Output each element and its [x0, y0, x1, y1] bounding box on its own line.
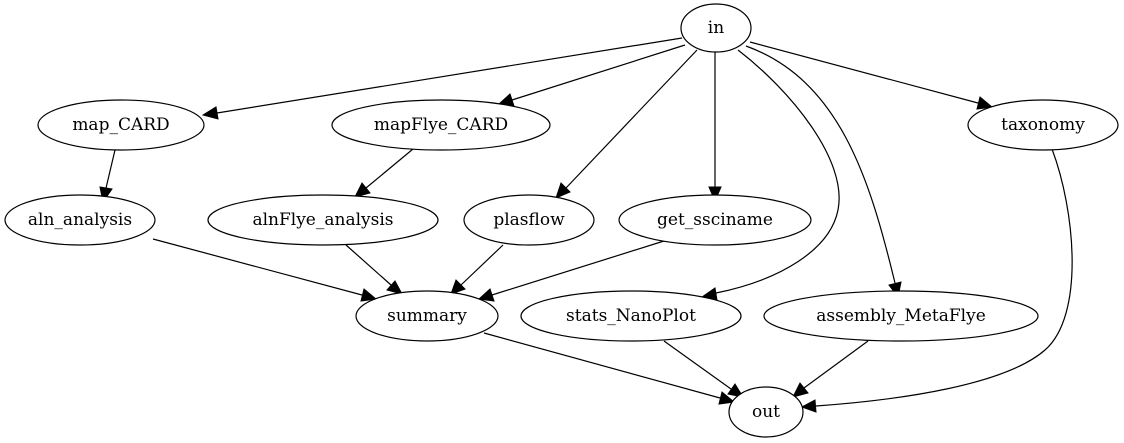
node-label-stats-nanoplot: stats_NanoPlot	[566, 306, 696, 326]
node-label-assembly-metaflye: assembly_MetaFlye	[816, 306, 986, 326]
edge-in-mapflye-card	[497, 44, 686, 107]
node-label-map-card: map_CARD	[72, 115, 169, 135]
node-label-aln-analysis: aln_analysis	[28, 210, 132, 230]
node-label-get-ssciname: get_ssciname	[657, 210, 773, 230]
node-label-taxonomy: taxonomy	[1001, 115, 1085, 135]
edge-in-get-ssciname	[708, 52, 722, 203]
edge-aln-analysis-summary	[152, 238, 378, 302]
edge-summary-out	[483, 332, 736, 405]
node-map-card: map_CARD	[37, 99, 205, 151]
edges-layer	[99, 37, 1073, 413]
edge-in-map-card	[201, 37, 683, 120]
edge-plasflow-summary	[450, 244, 504, 295]
node-in: in	[680, 3, 752, 53]
node-label-alnflye-analysis: alnFlye_analysis	[252, 210, 393, 230]
node-aln-analysis: aln_analysis	[4, 194, 156, 246]
edge-assembly-metaflye-out	[792, 340, 869, 398]
node-plasflow: plasflow	[463, 194, 595, 246]
edge-map-card-aln-analysis	[99, 149, 116, 204]
edge-alnflye-analysis-summary	[345, 244, 403, 295]
node-label-in: in	[708, 18, 724, 38]
edge-get-ssciname-summary	[477, 240, 665, 302]
edge-mapflye-card-alnflye-analysis	[354, 148, 414, 198]
node-label-summary: summary	[387, 306, 467, 326]
node-taxonomy: taxonomy	[967, 99, 1119, 151]
node-label-mapflye-card: mapFlye_CARD	[374, 115, 508, 135]
node-get-ssciname: get_ssciname	[618, 194, 812, 246]
node-stats-nanoplot: stats_NanoPlot	[520, 290, 742, 342]
node-mapflye-card: mapFlye_CARD	[331, 99, 551, 151]
node-summary: summary	[355, 290, 499, 342]
edge-in-plasflow	[555, 49, 698, 199]
node-assembly-metaflye: assembly_MetaFlye	[763, 290, 1039, 342]
node-label-out: out	[752, 402, 780, 422]
node-out: out	[728, 386, 804, 438]
edge-in-taxonomy	[749, 41, 994, 110]
edge-in-stats-nanoplot	[700, 49, 840, 301]
edge-stats-nanoplot-out	[663, 340, 745, 398]
nodes-layer: in map_CARD mapFlye_CARD taxonomy aln_an…	[4, 3, 1119, 438]
node-label-plasflow: plasflow	[493, 210, 565, 230]
node-alnflye-analysis: alnFlye_analysis	[207, 194, 439, 246]
edge-taxonomy-out	[800, 148, 1073, 413]
edge-in-assembly-metaflye	[745, 45, 902, 299]
